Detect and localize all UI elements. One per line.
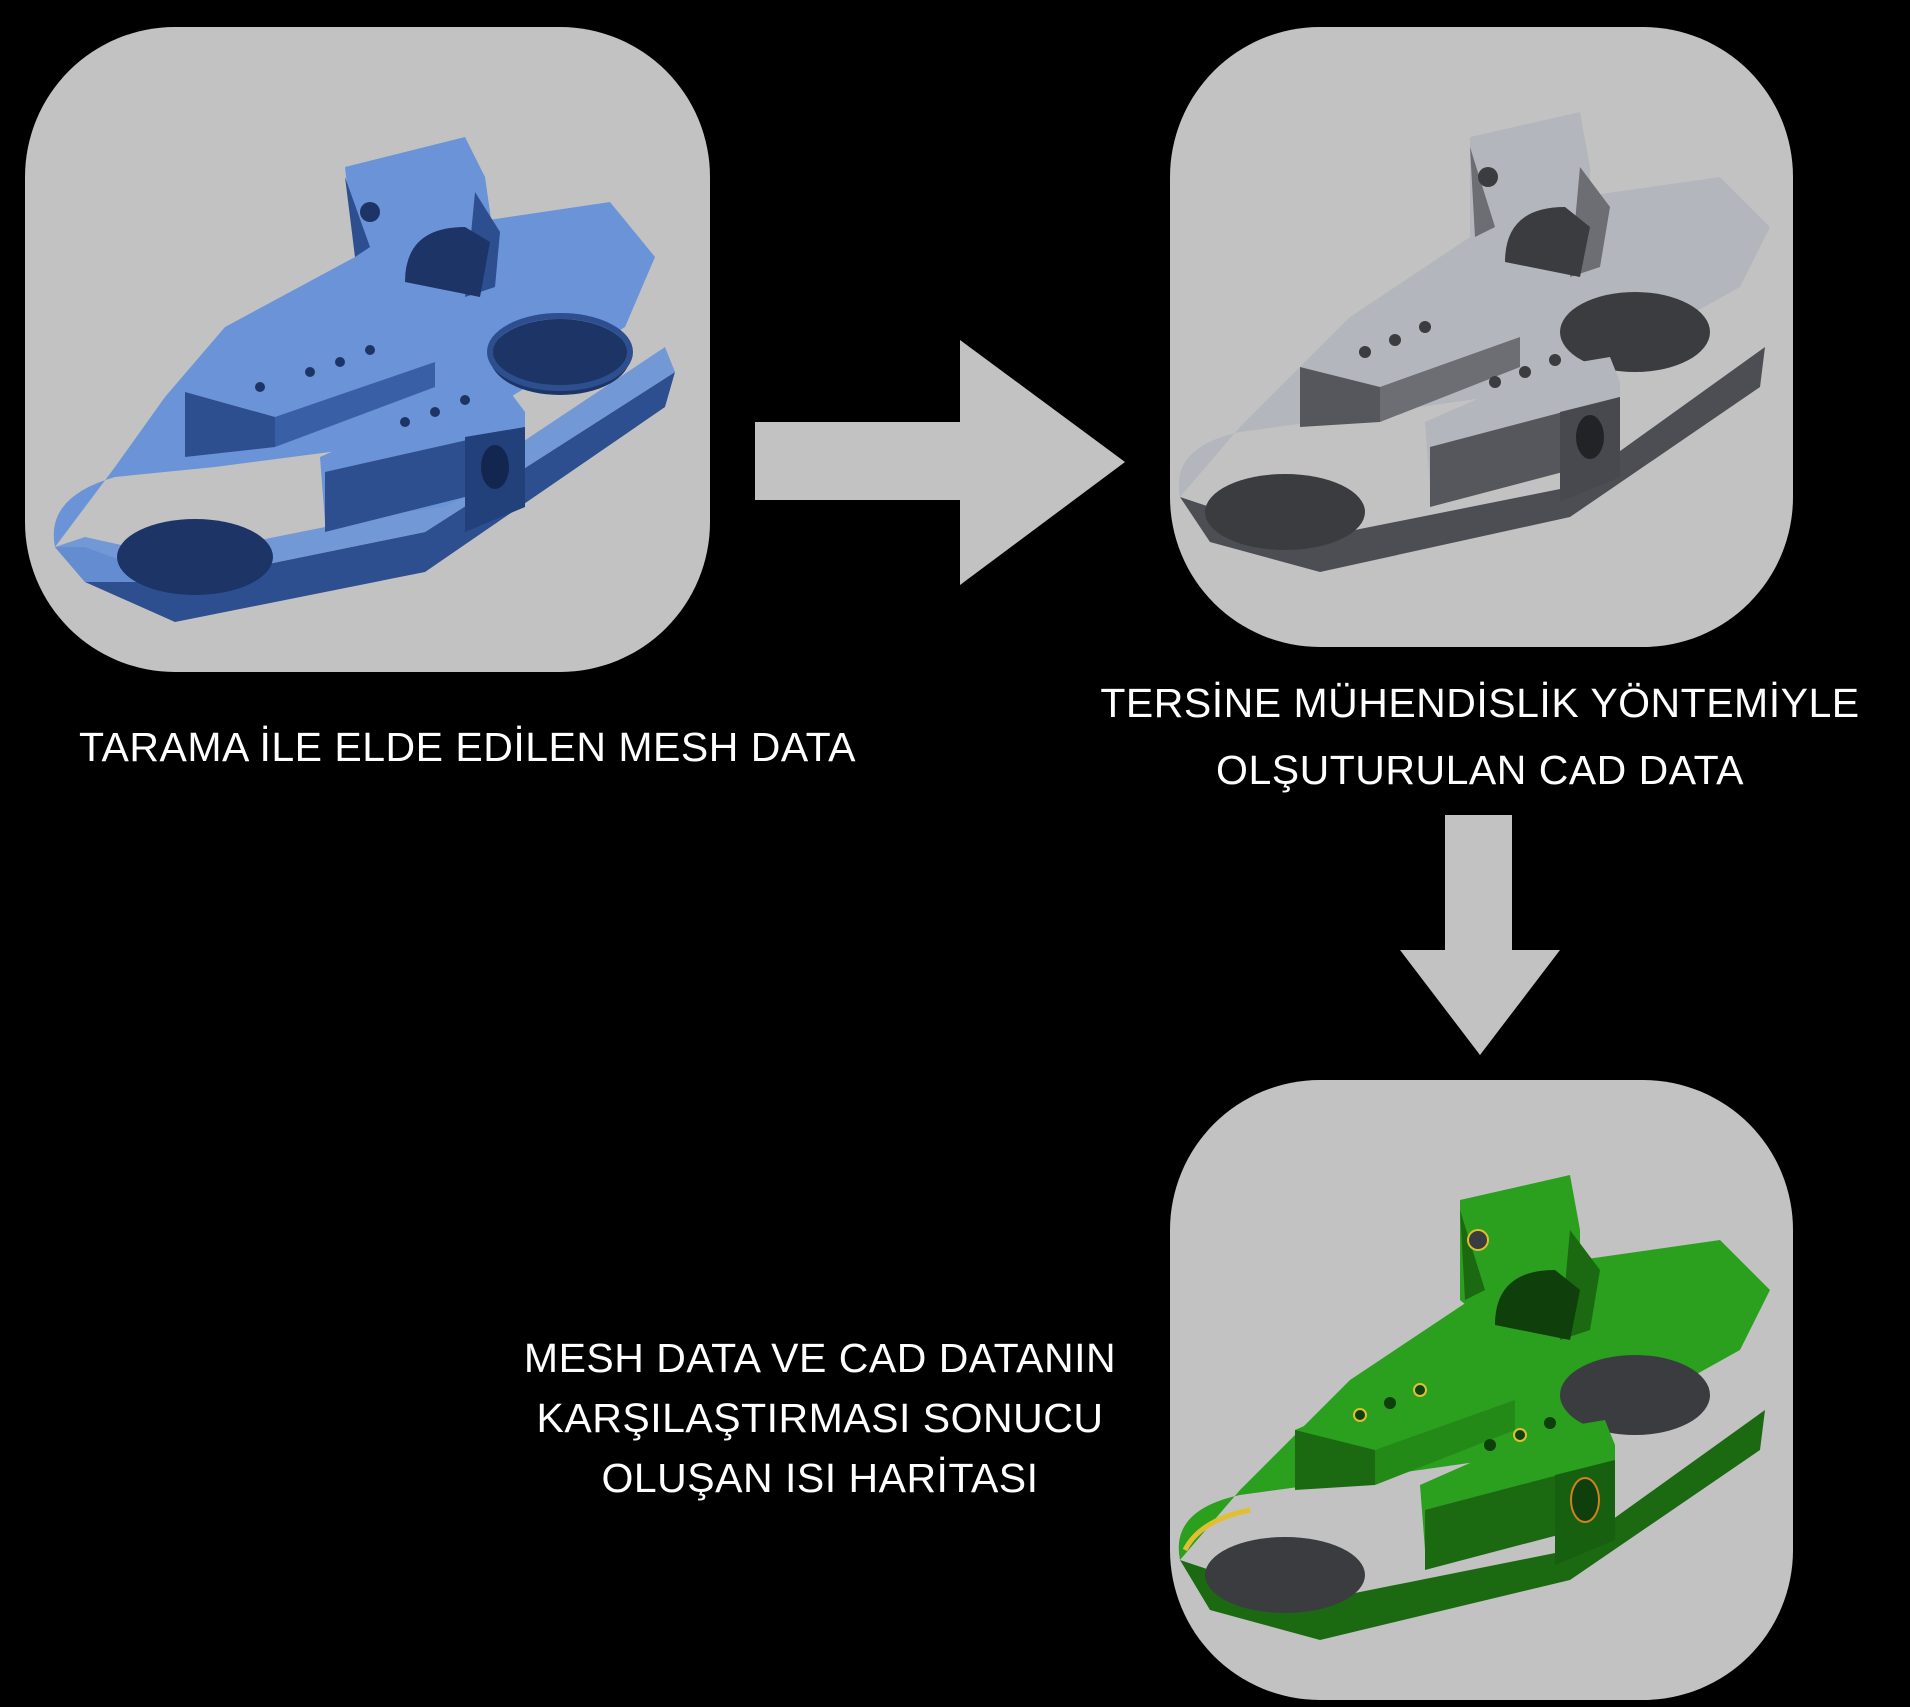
- arrow-right-icon: [755, 340, 1125, 585]
- cad-caption-line-2: OLŞUTURULAN CAD DATA: [1216, 747, 1744, 793]
- mesh-part-image: [53, 137, 675, 622]
- cad-caption-line-1: TERSİNE MÜHENDİSLİK YÖNTEMİYLE: [1100, 680, 1860, 726]
- mesh-data-caption: TARAMA İLE ELDE EDİLEN MESH DATA: [79, 724, 856, 770]
- heatmap-caption-line-1: MESH DATA VE CAD DATANIN: [523, 1335, 1117, 1381]
- cad-data-caption: TERSİNE MÜHENDİSLİK YÖNTEMİYLE OLŞUTURUL…: [1055, 670, 1905, 804]
- cad-part-image: [1178, 112, 1770, 572]
- heatmap-caption-line-3: OLUŞAN ISI HARİTASI: [601, 1455, 1039, 1501]
- heatmap-caption-line-2: KARŞILAŞTIRMASI SONUCU: [536, 1395, 1104, 1441]
- mesh-scan-panel: [25, 27, 710, 672]
- heatmap-panel: [1170, 1080, 1793, 1700]
- arrow-down-icon: [1400, 815, 1560, 1055]
- cad-model-panel: [1170, 27, 1793, 647]
- heatmap-caption: MESH DATA VE CAD DATANIN KARŞILAŞTIRMASI…: [500, 1328, 1140, 1508]
- heatmap-part-image: [1178, 1175, 1770, 1640]
